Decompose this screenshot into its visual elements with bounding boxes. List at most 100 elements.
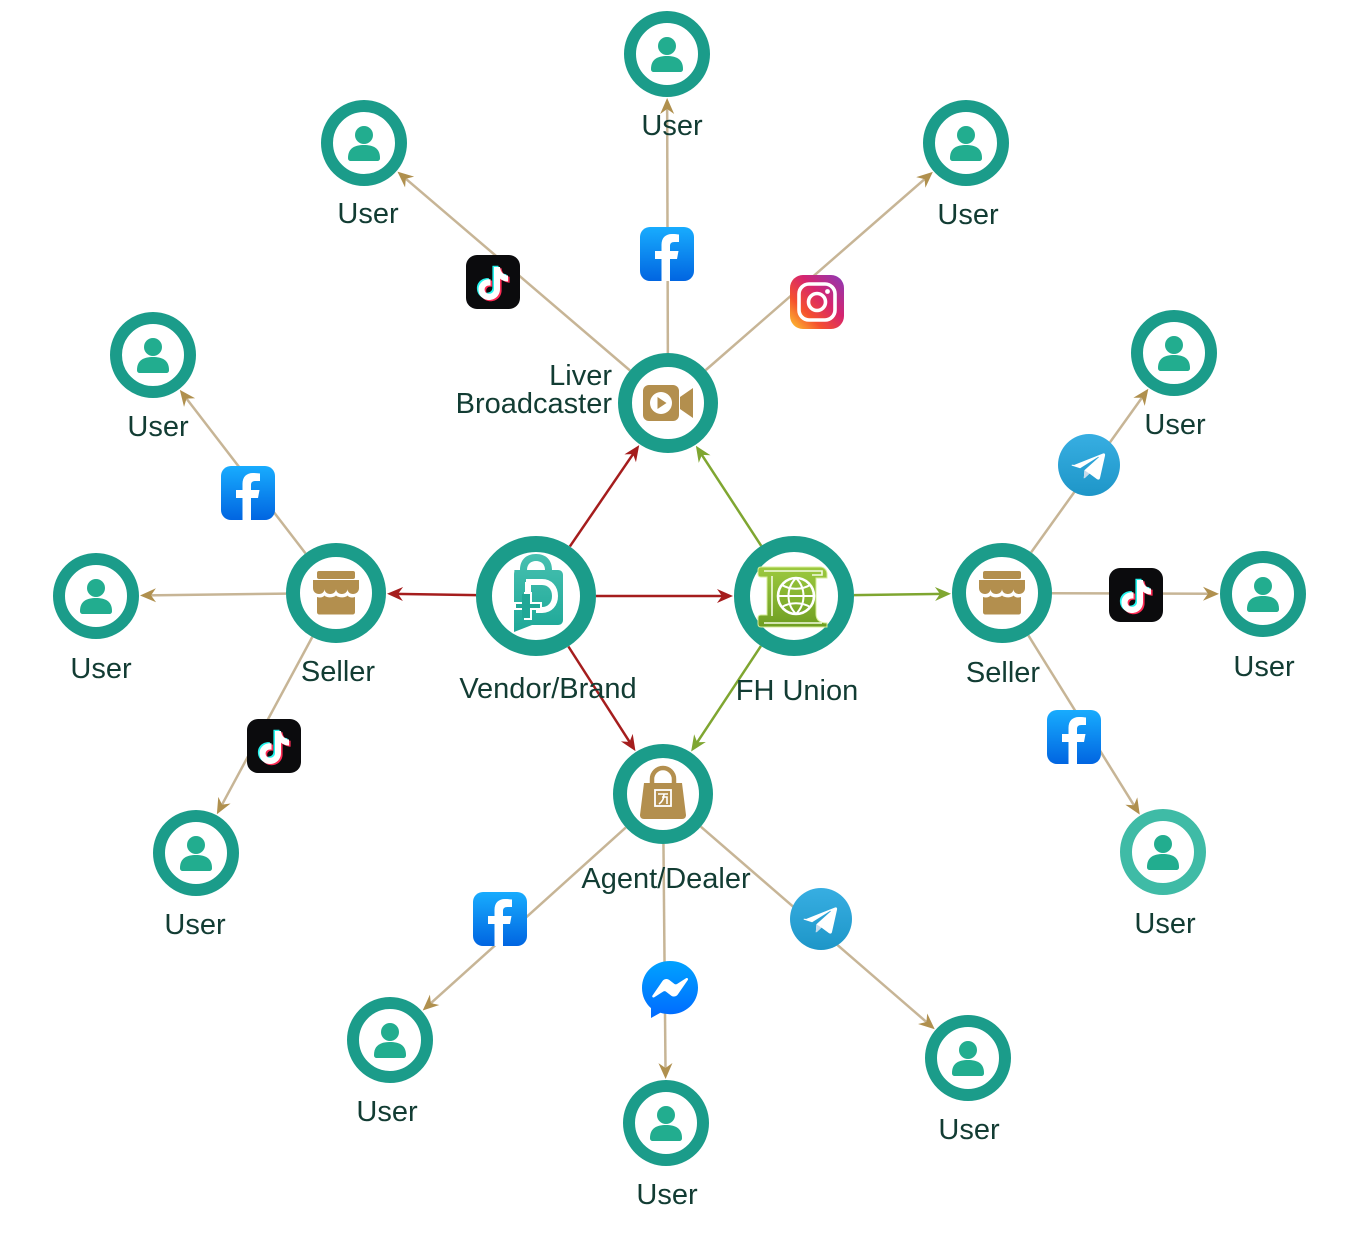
tiktok-icon bbox=[466, 255, 520, 309]
node-label-line: User bbox=[356, 1096, 418, 1128]
node-label-line: User bbox=[636, 1179, 698, 1211]
node-label: User bbox=[1134, 908, 1196, 940]
node-label-line: Seller bbox=[966, 657, 1040, 689]
node-u-top-right[interactable]: User bbox=[923, 100, 1009, 231]
user-icon bbox=[374, 1023, 406, 1058]
node-label-line: User bbox=[164, 909, 226, 941]
arrowhead bbox=[1202, 586, 1220, 601]
node-label: User bbox=[1233, 651, 1295, 683]
node-label-line: User bbox=[1233, 651, 1295, 683]
arrowhead bbox=[397, 171, 415, 188]
node-u-left-down[interactable]: User bbox=[153, 810, 239, 941]
node-vendor[interactable]: Vendor/Brand bbox=[459, 536, 637, 705]
node-label-line: Vendor/Brand bbox=[459, 673, 636, 705]
arrowhead bbox=[717, 589, 733, 603]
arrowhead bbox=[1133, 388, 1149, 406]
arrowhead bbox=[179, 389, 196, 407]
node-label: User bbox=[337, 198, 399, 230]
edge-vendor-to-seller_left bbox=[386, 587, 477, 602]
arrowhead bbox=[139, 588, 157, 603]
arrowhead bbox=[691, 734, 706, 752]
edges-layer bbox=[139, 97, 1220, 1080]
edge-line bbox=[568, 450, 636, 548]
node-seller-left[interactable]: Seller bbox=[286, 543, 386, 688]
user-icon bbox=[651, 37, 683, 72]
arrowhead bbox=[386, 587, 404, 602]
node-label-line: User bbox=[641, 110, 703, 142]
node-u-bottom[interactable]: User bbox=[623, 1080, 709, 1211]
user-icon bbox=[180, 836, 212, 871]
node-u-bottom-left[interactable]: User bbox=[347, 997, 433, 1128]
node-u-left[interactable]: User bbox=[53, 553, 139, 685]
node-label-line: Seller bbox=[301, 656, 375, 688]
node-label-line: User bbox=[127, 411, 189, 443]
node-label-line: Agent/Dealer bbox=[581, 863, 751, 895]
user-icon bbox=[1247, 577, 1279, 612]
edge-agent-to-u_bottom_left bbox=[422, 826, 627, 1011]
node-u-right-down[interactable]: User bbox=[1120, 809, 1206, 940]
facebook-icon bbox=[640, 227, 694, 281]
node-agent[interactable]: Agent/Dealer bbox=[581, 744, 751, 895]
user-icon bbox=[952, 1041, 984, 1076]
arrowhead bbox=[916, 171, 933, 188]
node-u-left-up[interactable]: User bbox=[110, 312, 196, 443]
facebook-icon bbox=[1047, 710, 1101, 764]
node-label-line: Broadcaster bbox=[456, 388, 613, 420]
arrowhead bbox=[918, 1013, 935, 1030]
node-union[interactable]: FH Union bbox=[734, 536, 859, 707]
fh-union-logo-icon bbox=[757, 566, 828, 628]
node-label-line: User bbox=[1144, 409, 1206, 441]
edge-line bbox=[694, 645, 762, 746]
tiktok-icon bbox=[1109, 568, 1163, 622]
arrowhead bbox=[1125, 797, 1140, 815]
node-label-line: User bbox=[337, 198, 399, 230]
arrowhead bbox=[624, 445, 640, 463]
node-label: Seller bbox=[301, 656, 375, 688]
user-icon bbox=[80, 579, 112, 614]
edge-union-to-broadcaster bbox=[695, 445, 763, 547]
user-icon bbox=[950, 126, 982, 161]
user-icon bbox=[137, 338, 169, 373]
channels-layer bbox=[221, 227, 1163, 1018]
node-seller-right[interactable]: Seller bbox=[952, 543, 1052, 689]
edge-line bbox=[427, 826, 627, 1007]
vendor-logo-icon bbox=[514, 554, 563, 632]
node-label-line: Liver bbox=[549, 360, 612, 392]
node-label: User bbox=[356, 1096, 418, 1128]
facebook-icon bbox=[473, 892, 527, 946]
storefront-icon bbox=[979, 571, 1025, 615]
video-camera-icon bbox=[643, 385, 693, 421]
node-label-line: User bbox=[938, 1114, 1000, 1146]
edge-line bbox=[699, 451, 763, 547]
edge-line bbox=[662, 843, 667, 1072]
node-label: User bbox=[1144, 409, 1206, 441]
instagram-icon bbox=[790, 275, 844, 329]
node-u-top[interactable]: User bbox=[624, 11, 710, 142]
node-label-line: FH Union bbox=[736, 675, 859, 707]
node-u-right[interactable]: User bbox=[1220, 551, 1306, 683]
arrowhead bbox=[695, 445, 711, 463]
node-label: User bbox=[938, 1114, 1000, 1146]
node-label-line: User bbox=[70, 653, 132, 685]
edge-union-to-seller_right bbox=[853, 586, 952, 601]
node-label: FH Union bbox=[736, 675, 859, 707]
facebook-icon bbox=[221, 466, 275, 520]
node-u-top-left[interactable]: User bbox=[321, 100, 407, 230]
node-u-bottom-right[interactable]: User bbox=[925, 1015, 1011, 1146]
arrowhead bbox=[934, 586, 952, 601]
edge-vendor-to-broadcaster bbox=[568, 445, 640, 548]
edge-broadcaster-to-u_top_right bbox=[704, 171, 933, 372]
edge-line bbox=[704, 176, 928, 372]
node-ring bbox=[952, 543, 1052, 643]
node-u-right-up[interactable]: User bbox=[1131, 310, 1217, 441]
arrowhead bbox=[660, 97, 675, 115]
node-label: Vendor/Brand bbox=[459, 673, 636, 705]
node-label: User bbox=[641, 110, 703, 142]
edge-line bbox=[147, 592, 287, 597]
node-ring bbox=[286, 543, 386, 643]
arrowhead bbox=[620, 733, 636, 752]
edge-vendor-to-union bbox=[596, 589, 733, 603]
telegram-icon bbox=[790, 888, 852, 950]
